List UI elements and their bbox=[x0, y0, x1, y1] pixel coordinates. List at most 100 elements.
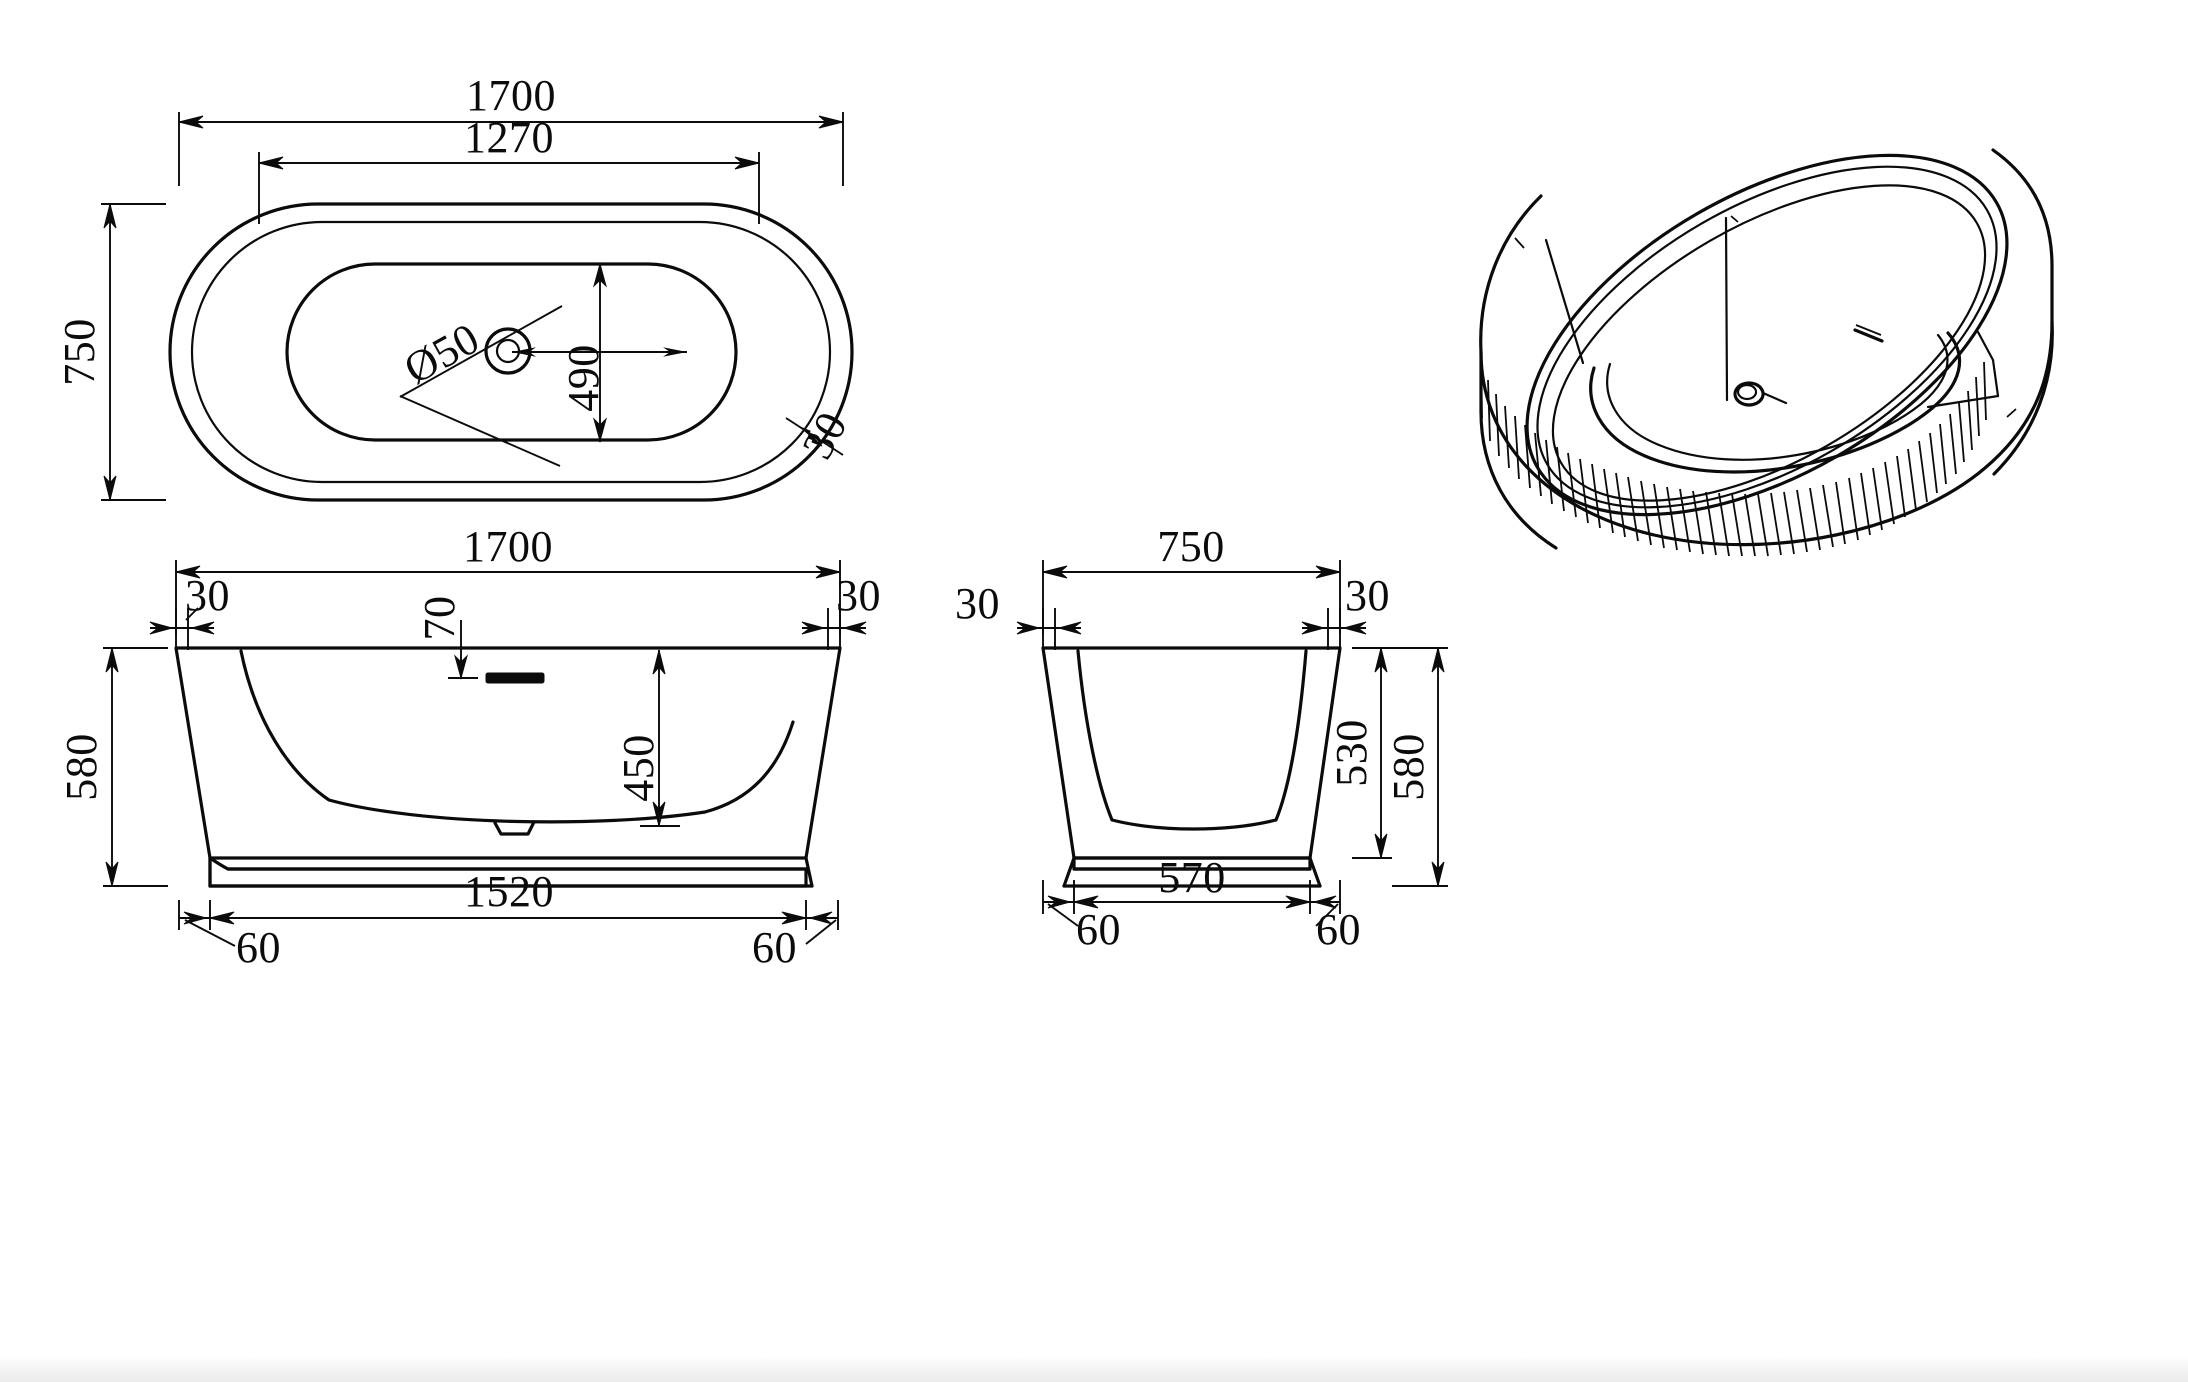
front-580-arrow-bottom bbox=[105, 861, 119, 887]
side-30-left-label: 30 bbox=[955, 579, 1000, 628]
side-570-arrow-right bbox=[1285, 895, 1311, 909]
side-60-left-label: 60 bbox=[1076, 905, 1121, 954]
front-60-left-label: 60 bbox=[236, 923, 281, 972]
iso-backrest-seam-left bbox=[1544, 238, 1585, 365]
iso-drain-ring-inner bbox=[1736, 383, 1758, 401]
front-bottom-drain-notch bbox=[493, 820, 536, 836]
side-60r-arrow bbox=[1312, 895, 1337, 909]
plan-750-label: 750 bbox=[55, 318, 104, 386]
side-580-arrow-bottom bbox=[1431, 861, 1445, 887]
side-570-arrow-left bbox=[1073, 895, 1099, 909]
iso-interior-bowl-inner bbox=[1606, 333, 1949, 461]
front-30l-leader bbox=[185, 607, 199, 621]
plan-30-arrow-b bbox=[805, 431, 823, 447]
front-overflow-slot bbox=[485, 672, 545, 684]
plan-rim-inner-edge bbox=[190, 220, 832, 484]
front-30r-arrow-left bbox=[801, 621, 826, 635]
plan-750-arrow-top bbox=[103, 203, 117, 229]
side-30-right-label: 30 bbox=[1345, 571, 1390, 620]
side-30r-arrow-left bbox=[1301, 621, 1326, 635]
side-530-arrow-top bbox=[1374, 647, 1388, 673]
front-70-arrow-bottom bbox=[454, 654, 468, 680]
front-30r-arrow-right bbox=[842, 621, 867, 635]
front-580-label: 580 bbox=[57, 733, 106, 801]
iso-rim-notch-right bbox=[2006, 408, 2017, 418]
side-60-right-label: 60 bbox=[1316, 905, 1361, 954]
front-1520-arrow-left bbox=[209, 911, 235, 925]
iso-backrest-seam-right bbox=[1926, 394, 2000, 409]
side-750-label: 750 bbox=[1157, 522, 1225, 571]
iso-backrest-seam-center bbox=[1724, 216, 1729, 402]
front-1700-arrow-right bbox=[815, 565, 841, 579]
front-580-arrow-top bbox=[105, 647, 119, 673]
front-plinth-right bbox=[804, 856, 814, 888]
plan-drain-diameter-label: Ø50 bbox=[396, 313, 487, 393]
front-1700-label: 1700 bbox=[463, 522, 553, 571]
front-30-right-label: 30 bbox=[836, 571, 881, 620]
front-30l-arrow-left bbox=[149, 621, 174, 635]
side-580-arrow-top bbox=[1431, 647, 1445, 673]
iso-base-outline bbox=[1479, 320, 2054, 547]
front-450-label: 450 bbox=[614, 734, 663, 802]
front-450-arrow-bottom bbox=[652, 801, 666, 827]
front-60-right-label: 60 bbox=[752, 923, 797, 972]
drain-leader-diagonal bbox=[399, 305, 563, 398]
iso-rim-notch-top bbox=[1730, 215, 1739, 223]
side-530-label: 530 bbox=[1327, 719, 1376, 787]
isometric-view bbox=[1479, 148, 2054, 557]
side-30r-arrow-right bbox=[1342, 621, 1367, 635]
front-elevation-view: 1700 30 30 70 450 580 bbox=[57, 522, 881, 972]
side-60l-arrow bbox=[1047, 895, 1072, 909]
front-70-label: 70 bbox=[415, 596, 464, 641]
side-elevation-view: 750 30 30 530 580 570 bbox=[955, 522, 1448, 954]
front-30-left-label: 30 bbox=[185, 571, 230, 620]
drain-leader-line bbox=[399, 395, 561, 467]
plan-750-arrow-bottom bbox=[103, 475, 117, 501]
iso-outer-rim bbox=[1525, 153, 2009, 517]
iso-overflow-slot-edge bbox=[1855, 324, 1882, 336]
front-1520-arrow-right bbox=[781, 911, 807, 925]
iso-rim-inner-line bbox=[1536, 165, 1998, 509]
front-interior-profile bbox=[239, 649, 795, 824]
front-60l-leader bbox=[184, 919, 236, 947]
front-450-arrow-top bbox=[652, 649, 666, 675]
plan-outer-rim bbox=[168, 202, 854, 502]
side-interior-profile bbox=[1076, 649, 1308, 831]
sheet-bottom-edge bbox=[0, 1356, 2188, 1382]
iso-rim-notch-left bbox=[1514, 237, 1525, 249]
plan-1700-arrow-right bbox=[818, 115, 844, 129]
iso-basin-rim bbox=[1551, 184, 1987, 502]
plan-1700-arrow-left bbox=[178, 115, 204, 129]
plan-1270-arrow-right bbox=[734, 156, 760, 170]
plan-1700-label: 1700 bbox=[466, 71, 556, 120]
iso-interior-bowl bbox=[1589, 331, 1962, 474]
plan-basin-outline bbox=[285, 262, 738, 442]
iso-left-wall bbox=[1479, 194, 1558, 550]
plan-490-arrow-bottom bbox=[593, 417, 607, 443]
iso-drain-ring bbox=[1733, 381, 1765, 407]
front-60r-arrow bbox=[808, 911, 833, 925]
side-outer-body bbox=[1041, 646, 1342, 860]
side-60r-leader bbox=[1315, 903, 1339, 927]
side-plinth-right-edge bbox=[1308, 856, 1322, 888]
iso-overflow-slot bbox=[1853, 328, 1884, 343]
drain-inner-circle bbox=[495, 338, 521, 364]
side-30l-arrow-right bbox=[1057, 621, 1082, 635]
front-30l-arrow-right bbox=[190, 621, 215, 635]
iso-drain-stem bbox=[1761, 391, 1788, 405]
side-plinth-left-edge bbox=[1062, 856, 1076, 888]
plan-1270-label: 1270 bbox=[464, 113, 554, 162]
side-530-arrow-bottom bbox=[1374, 833, 1388, 859]
side-750-arrow-left bbox=[1042, 565, 1068, 579]
iso-fluted-ribs bbox=[1480, 355, 1987, 557]
plan-view: Ø50 490 1700 1270 750 30 bbox=[55, 71, 857, 502]
plan-30-label: 30 bbox=[793, 404, 857, 467]
iso-backrest-seam-right2 bbox=[1976, 330, 2000, 398]
side-750-arrow-right bbox=[1315, 565, 1341, 579]
front-60l-arrow bbox=[183, 911, 208, 925]
plan-490-label: 490 bbox=[559, 344, 608, 412]
front-1700-arrow-left bbox=[175, 565, 201, 579]
plan-1270-arrow-left bbox=[258, 156, 284, 170]
